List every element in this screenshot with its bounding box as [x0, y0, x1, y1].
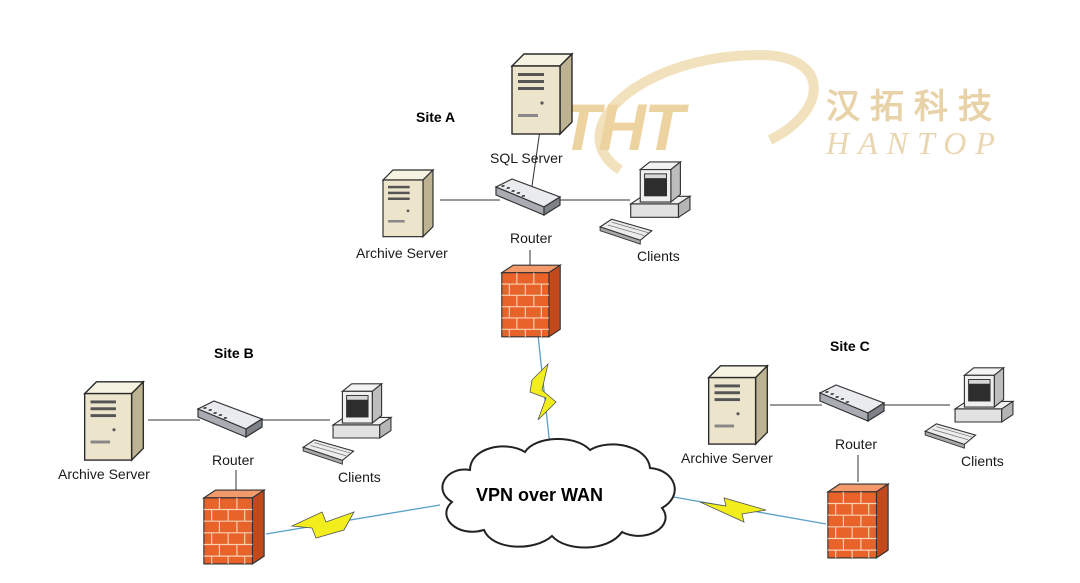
- site-a: Site A SQL Server Archive Server Router …: [356, 53, 691, 338]
- server-icon: [707, 365, 769, 445]
- lan-links: [148, 129, 950, 490]
- server-icon: [83, 381, 145, 461]
- watermark-chinese-name: 汉拓科技: [826, 87, 1002, 127]
- site-c: Site C Archive Server Router Clients: [681, 338, 1014, 559]
- wan-cloud: VPN over WAN: [441, 437, 676, 549]
- logo-swoosh-icon: [594, 49, 819, 175]
- lightning-link-icon: [529, 362, 557, 421]
- site-a-sql-server-label: SQL Server: [490, 150, 563, 166]
- site-a-title: Site A: [416, 109, 455, 125]
- router-icon: [197, 400, 263, 438]
- wan-link-b: [265, 504, 441, 535]
- site-c-title: Site C: [830, 338, 870, 354]
- watermark-logo: THT 汉拓科技 HANTOP: [560, 49, 1004, 175]
- site-a-archive-server-label: Archive Server: [356, 245, 448, 261]
- site-b-archive-server-label: Archive Server: [58, 466, 150, 482]
- server-icon: [382, 169, 434, 238]
- site-b-router-label: Router: [212, 452, 254, 468]
- site-b-clients-label: Clients: [338, 469, 381, 485]
- site-a-router-label: Router: [510, 230, 552, 246]
- lightning-link-icon: [699, 497, 767, 523]
- firewall-icon: [501, 264, 561, 338]
- site-b: Site B Archive Server Router Clients: [58, 345, 392, 565]
- wan-label: VPN over WAN: [476, 485, 603, 505]
- site-c-router-label: Router: [835, 436, 877, 452]
- link-a-sql-router: [531, 129, 541, 187]
- site-c-clients-label: Clients: [961, 453, 1004, 469]
- cloud-icon: [441, 437, 676, 549]
- site-b-title: Site B: [214, 345, 254, 361]
- client-computer-icon: [599, 161, 691, 245]
- server-icon: [511, 53, 573, 135]
- site-a-clients-label: Clients: [637, 248, 680, 264]
- router-icon: [495, 178, 561, 216]
- client-computer-icon: [924, 367, 1014, 449]
- client-computer-icon: [302, 383, 392, 465]
- watermark-english-name: HANTOP: [825, 125, 1004, 161]
- watermark-logo-text: THT: [560, 90, 689, 164]
- lightning-link-icon: [290, 511, 355, 539]
- firewall-icon: [203, 489, 265, 565]
- site-c-archive-server-label: Archive Server: [681, 450, 773, 466]
- router-icon: [819, 384, 885, 422]
- firewall-icon: [827, 483, 889, 559]
